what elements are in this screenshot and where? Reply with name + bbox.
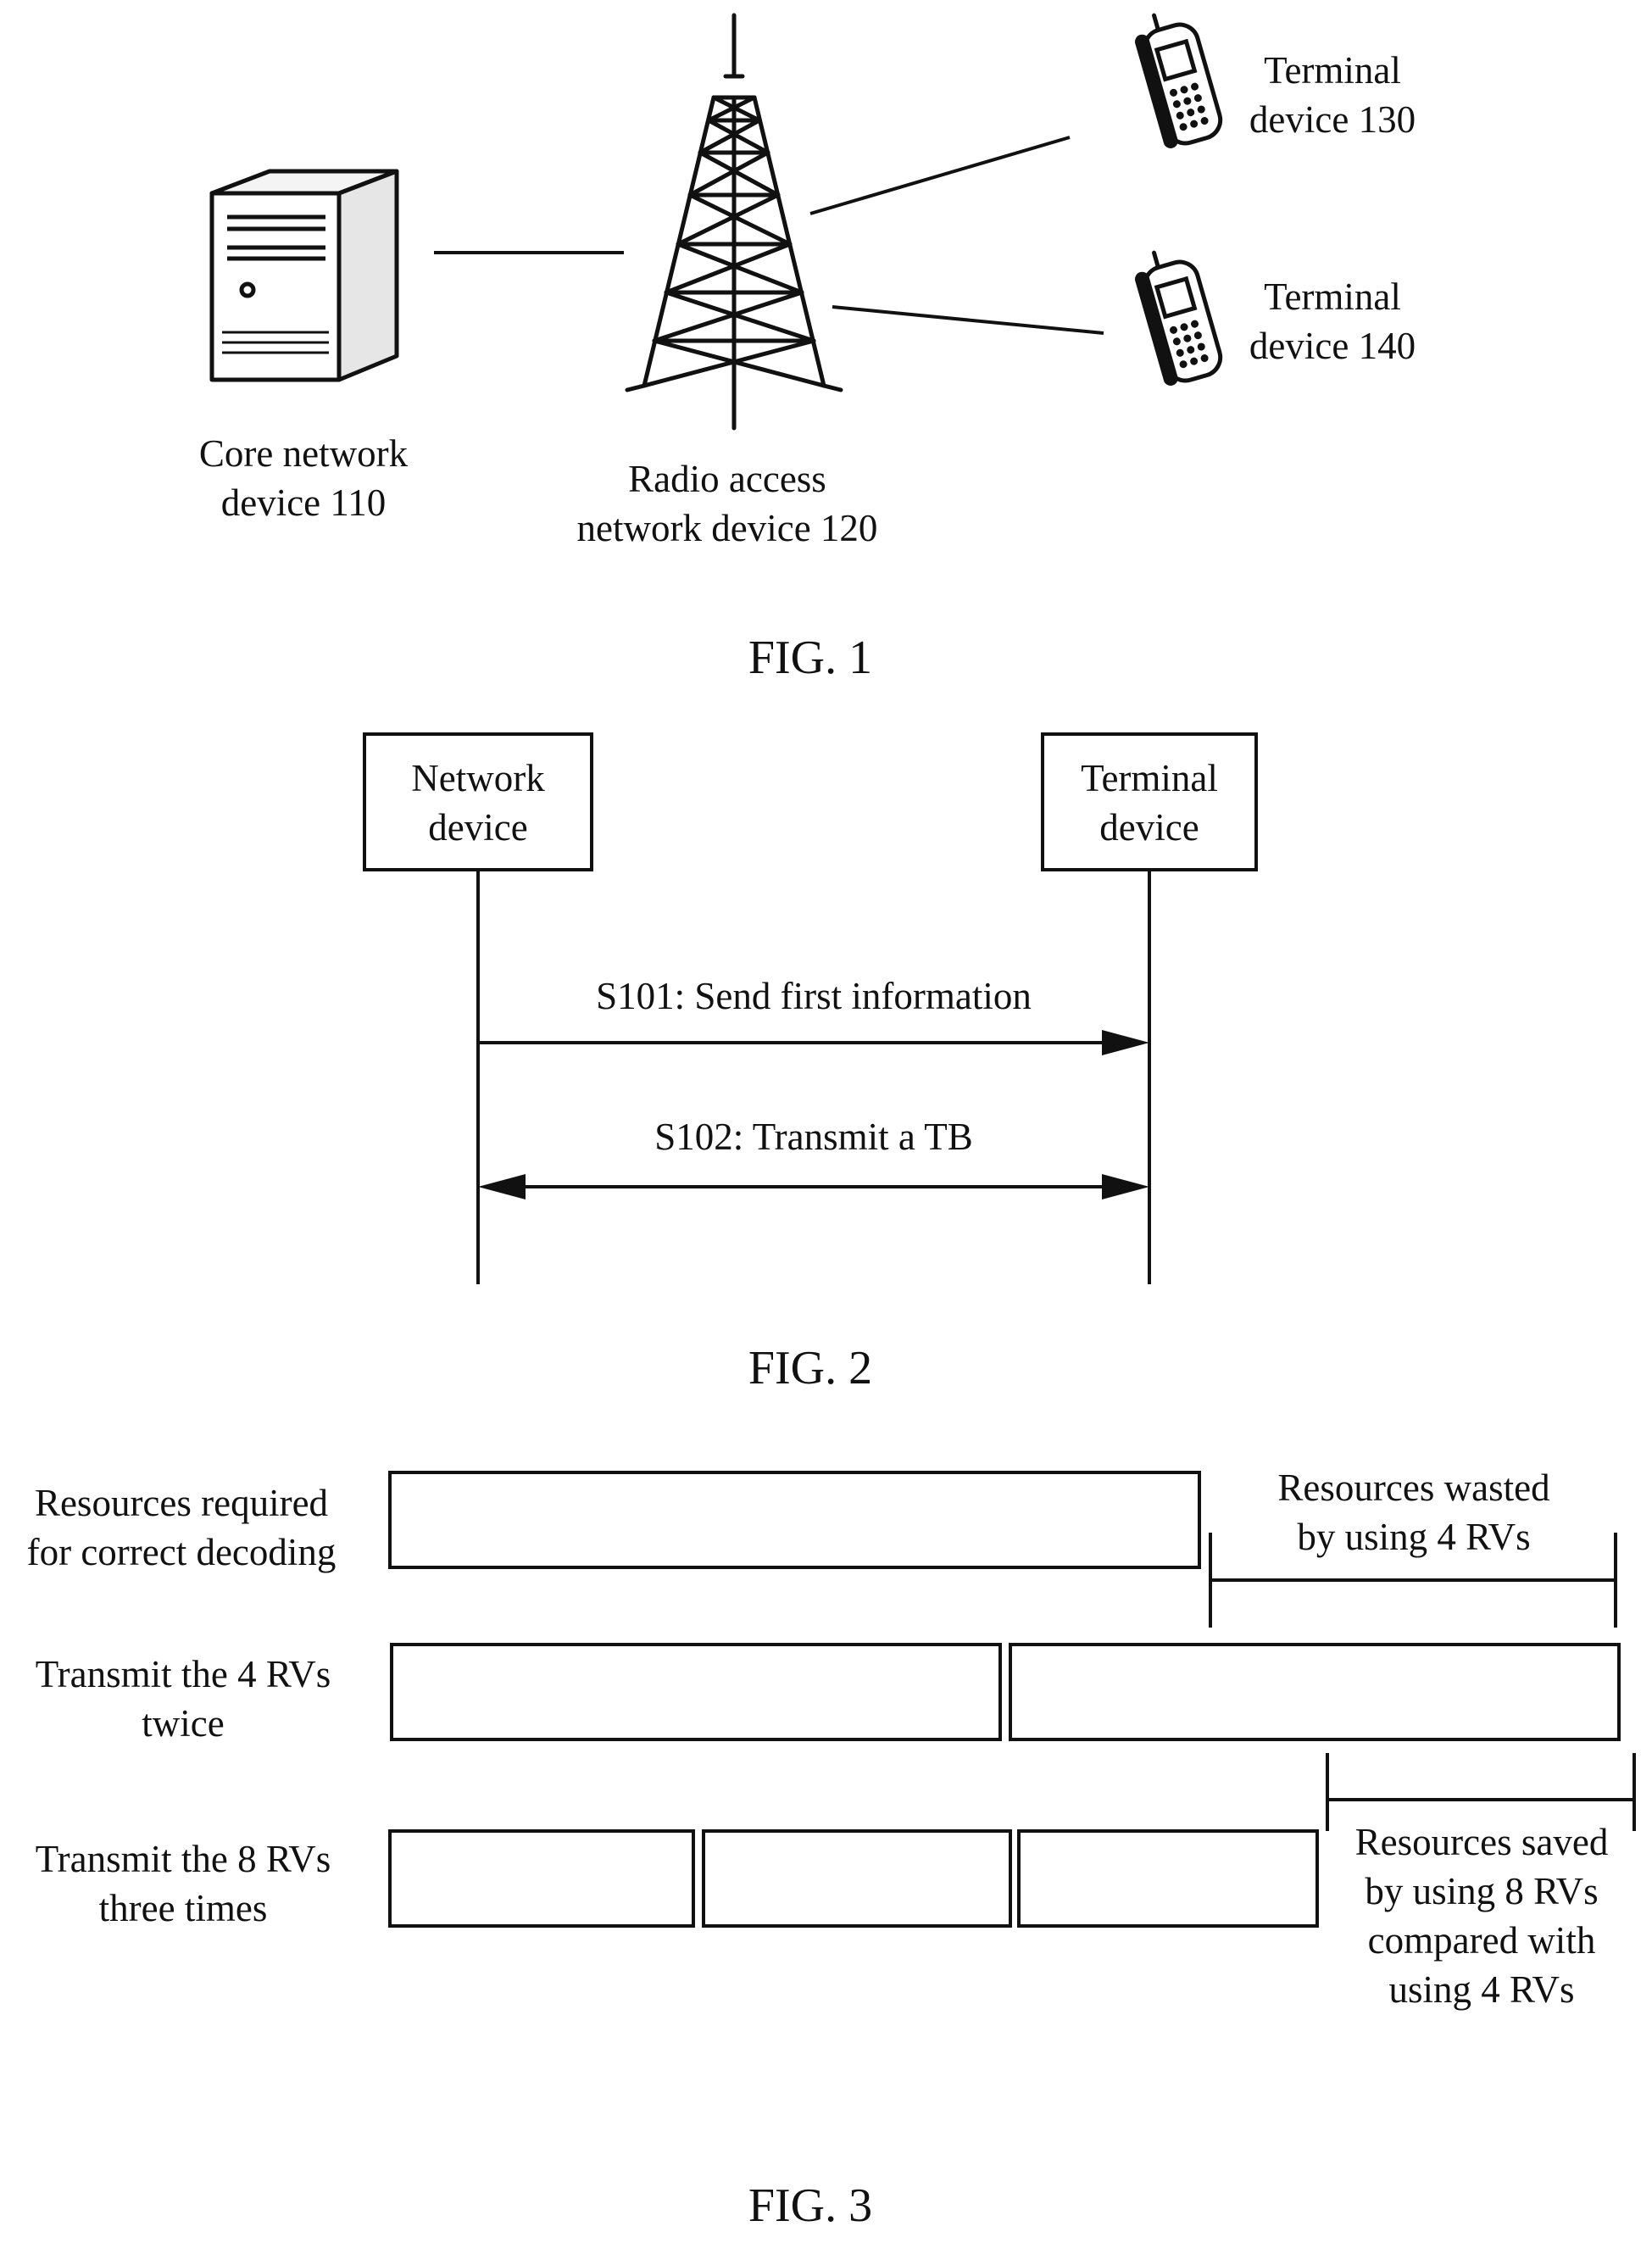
saved-label-3: compared with	[1368, 1919, 1596, 1962]
step-s102-arrow	[478, 1174, 1149, 1199]
rv8-block-3	[1019, 1831, 1317, 1926]
network-device-box	[364, 734, 592, 870]
row2-label-2: twice	[142, 1702, 224, 1745]
row1-label-1: Resources required	[35, 1482, 328, 1524]
step-s101-arrow	[478, 1030, 1149, 1055]
terminal130-label-1: Terminal	[1264, 49, 1401, 92]
row2-label-1: Transmit the 4 RVs	[36, 1653, 331, 1695]
ran-device-label-2: network device 120	[577, 507, 878, 549]
rv8-block-2	[704, 1831, 1010, 1926]
rv4-block-2	[1010, 1645, 1619, 1739]
network-device-label-2: device	[428, 806, 527, 849]
required-resources-block	[390, 1472, 1199, 1567]
saved-label-2: by using 8 RVs	[1365, 1870, 1598, 1912]
fig2-caption: FIG. 2	[748, 1342, 872, 1394]
terminal-device-label-2: device	[1099, 806, 1199, 849]
rv4-block-1	[392, 1645, 1000, 1739]
fig2-sequence-diagram: Network device Terminal device S101: Sen…	[364, 734, 1256, 1394]
saved-resources-bracket	[1327, 1753, 1634, 1831]
radio-tower-icon	[627, 15, 841, 428]
terminal140-label-2: device 140	[1249, 325, 1416, 367]
core-device-label-2: device 110	[221, 481, 387, 524]
fig1-network-diagram: Core network device 110 Radio access net…	[199, 6, 1416, 684]
mobile-phone-icon	[1132, 6, 1225, 149]
network-device-label-1: Network	[411, 757, 545, 799]
row3-label-2: three times	[99, 1887, 268, 1929]
ran-terminal140-link	[832, 307, 1104, 333]
ran-terminal130-link	[810, 137, 1070, 214]
fig3-caption: FIG. 3	[748, 2179, 872, 2232]
wasted-label-2: by using 4 RVs	[1297, 1516, 1530, 1558]
wasted-label-1: Resources wasted	[1277, 1467, 1549, 1509]
saved-label-1: Resources saved	[1355, 1821, 1609, 1863]
ran-device-label-1: Radio access	[628, 458, 826, 500]
terminal-device-label-1: Terminal	[1081, 757, 1218, 799]
core-device-label-1: Core network	[199, 432, 409, 475]
step-s101-label: S101: Send first information	[596, 975, 1032, 1017]
rv8-block-1	[390, 1831, 693, 1926]
saved-label-4: using 4 RVs	[1389, 1968, 1575, 2011]
row3-label-1: Transmit the 8 RVs	[36, 1838, 331, 1880]
terminal130-label-2: device 130	[1249, 98, 1416, 141]
server-icon	[212, 171, 397, 380]
fig3-resource-diagram: Resources required for correct decoding …	[27, 1467, 1634, 2232]
terminal-device-box	[1043, 734, 1256, 870]
row1-label-2: for correct decoding	[27, 1531, 337, 1573]
fig1-caption: FIG. 1	[748, 632, 872, 684]
step-s102-label: S102: Transmit a TB	[654, 1116, 973, 1158]
terminal140-label-1: Terminal	[1264, 276, 1401, 318]
mobile-phone-icon	[1132, 243, 1225, 387]
